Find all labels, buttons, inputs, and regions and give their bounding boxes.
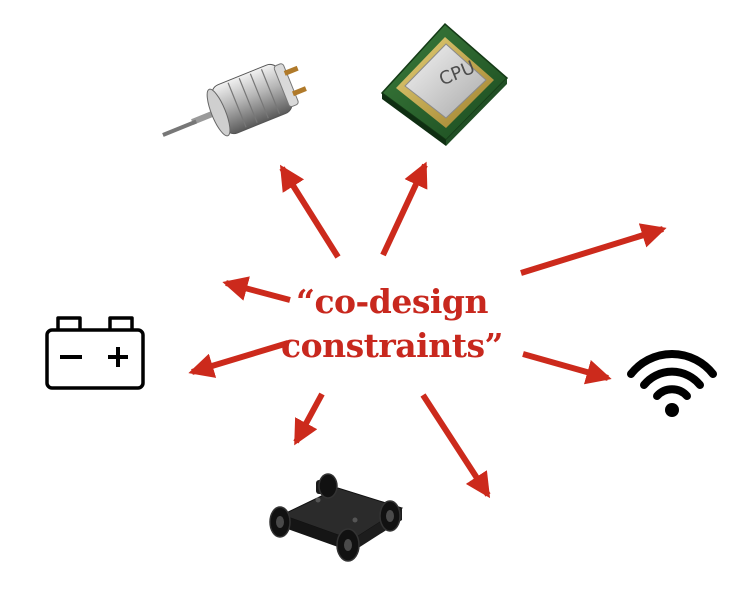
arrow-to-battery: [188, 340, 289, 378]
arrow-to-left-upper: [222, 276, 291, 303]
center-label-line-1: “co-design: [295, 282, 489, 321]
arrows: [188, 161, 667, 499]
arrow-to-wifi: [522, 351, 612, 385]
center-label-line-2: constraints”: [280, 326, 504, 365]
battery-icon: [45, 316, 145, 390]
wifi-icon: [627, 349, 717, 417]
robot-chassis-icon: [269, 473, 404, 562]
co-design-constraints-label: “co-design constraints”: [272, 280, 512, 368]
arrow-to-lower-right: [420, 393, 491, 499]
arrow-to-robot: [293, 392, 325, 446]
arrow-to-motor: [279, 164, 341, 259]
arrow-to-cpu: [380, 161, 428, 257]
cpu-icon: CPU: [380, 22, 509, 146]
motor-icon: [162, 63, 307, 137]
arrow-to-upper-right: [520, 223, 667, 276]
